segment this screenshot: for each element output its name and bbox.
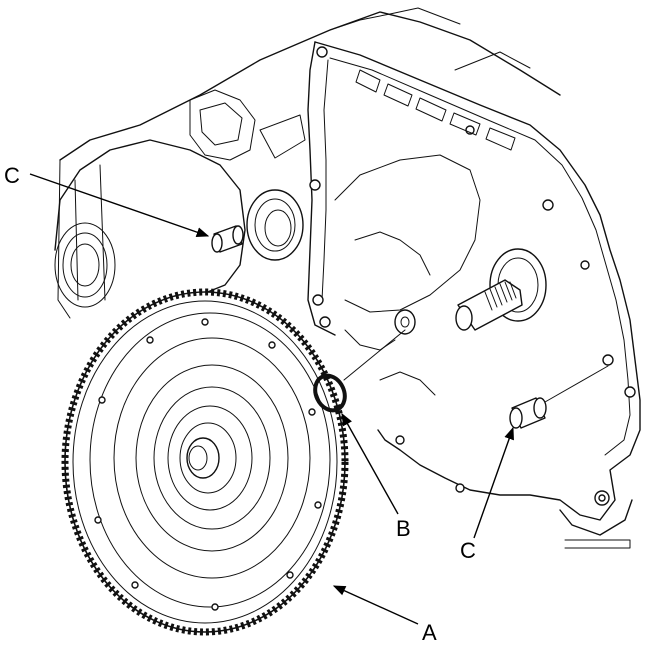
callout-label-a: A xyxy=(422,620,437,645)
transmission-housing xyxy=(54,7,641,549)
callout-label-b: B xyxy=(396,516,411,541)
callout-c-upper: C xyxy=(4,163,210,238)
o-ring xyxy=(313,329,406,413)
callout-label-c-upper: C xyxy=(4,163,20,188)
leader-arrow-b xyxy=(341,412,399,515)
leader-arrow-a xyxy=(332,585,419,625)
drive-plate xyxy=(61,288,349,636)
callout-a: A xyxy=(332,585,437,645)
callout-b: B xyxy=(341,412,411,541)
leader-arrow-c-lower xyxy=(473,426,514,539)
callout-label-c-lower: C xyxy=(460,538,476,563)
callout-c-lower: C xyxy=(460,426,514,563)
leader-arrow-c-upper xyxy=(29,173,210,238)
dowel-pin-upper xyxy=(211,225,244,253)
dowel-pin-right xyxy=(509,365,609,429)
